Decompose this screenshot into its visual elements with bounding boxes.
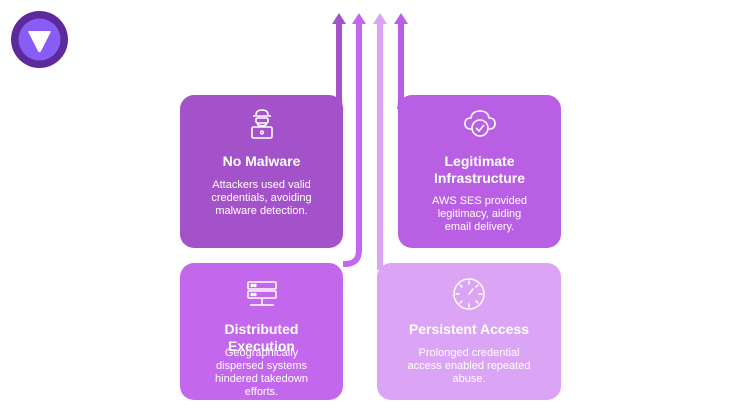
clock-icon <box>453 278 485 310</box>
cloud-check-icon <box>463 110 496 137</box>
arrowhead-no-malware <box>332 13 346 24</box>
card-title: Legitimate Infrastructure <box>433 153 526 186</box>
card-title: Distributed Execution <box>224 321 299 354</box>
card-description: Attackers used valid credentials, avoidi… <box>211 179 312 217</box>
server-icon <box>246 281 277 306</box>
card-description: Geographically dispersed systems hindere… <box>215 347 308 398</box>
card-distributed-execution: Distributed Execution Geographically dis… <box>180 263 343 400</box>
arrow-distributed-execution <box>343 22 362 267</box>
card-title: No Malware <box>222 153 301 169</box>
card-description: Prolonged credential access enabled repe… <box>407 347 531 385</box>
card-no-malware: No Malware Attackers used valid credenti… <box>180 95 343 248</box>
arrow-legitimate-infrastructure <box>396 22 404 115</box>
card-title: Persistent Access <box>408 321 530 337</box>
arrow-no-malware <box>336 22 345 115</box>
logo <box>11 11 68 68</box>
arrowhead-legitimate-infrastructure <box>394 13 408 24</box>
card-legitimate-infrastructure: Legitimate Infrastructure AWS SES provid… <box>398 95 561 248</box>
arrowhead-persistent-access <box>373 13 387 24</box>
hacker-icon <box>250 109 273 139</box>
card-description: AWS SES provided legitimacy, aiding emai… <box>432 195 527 233</box>
arrowhead-distributed-execution <box>352 13 366 24</box>
card-persistent-access: Persistent Access Prolonged credential a… <box>377 263 561 400</box>
